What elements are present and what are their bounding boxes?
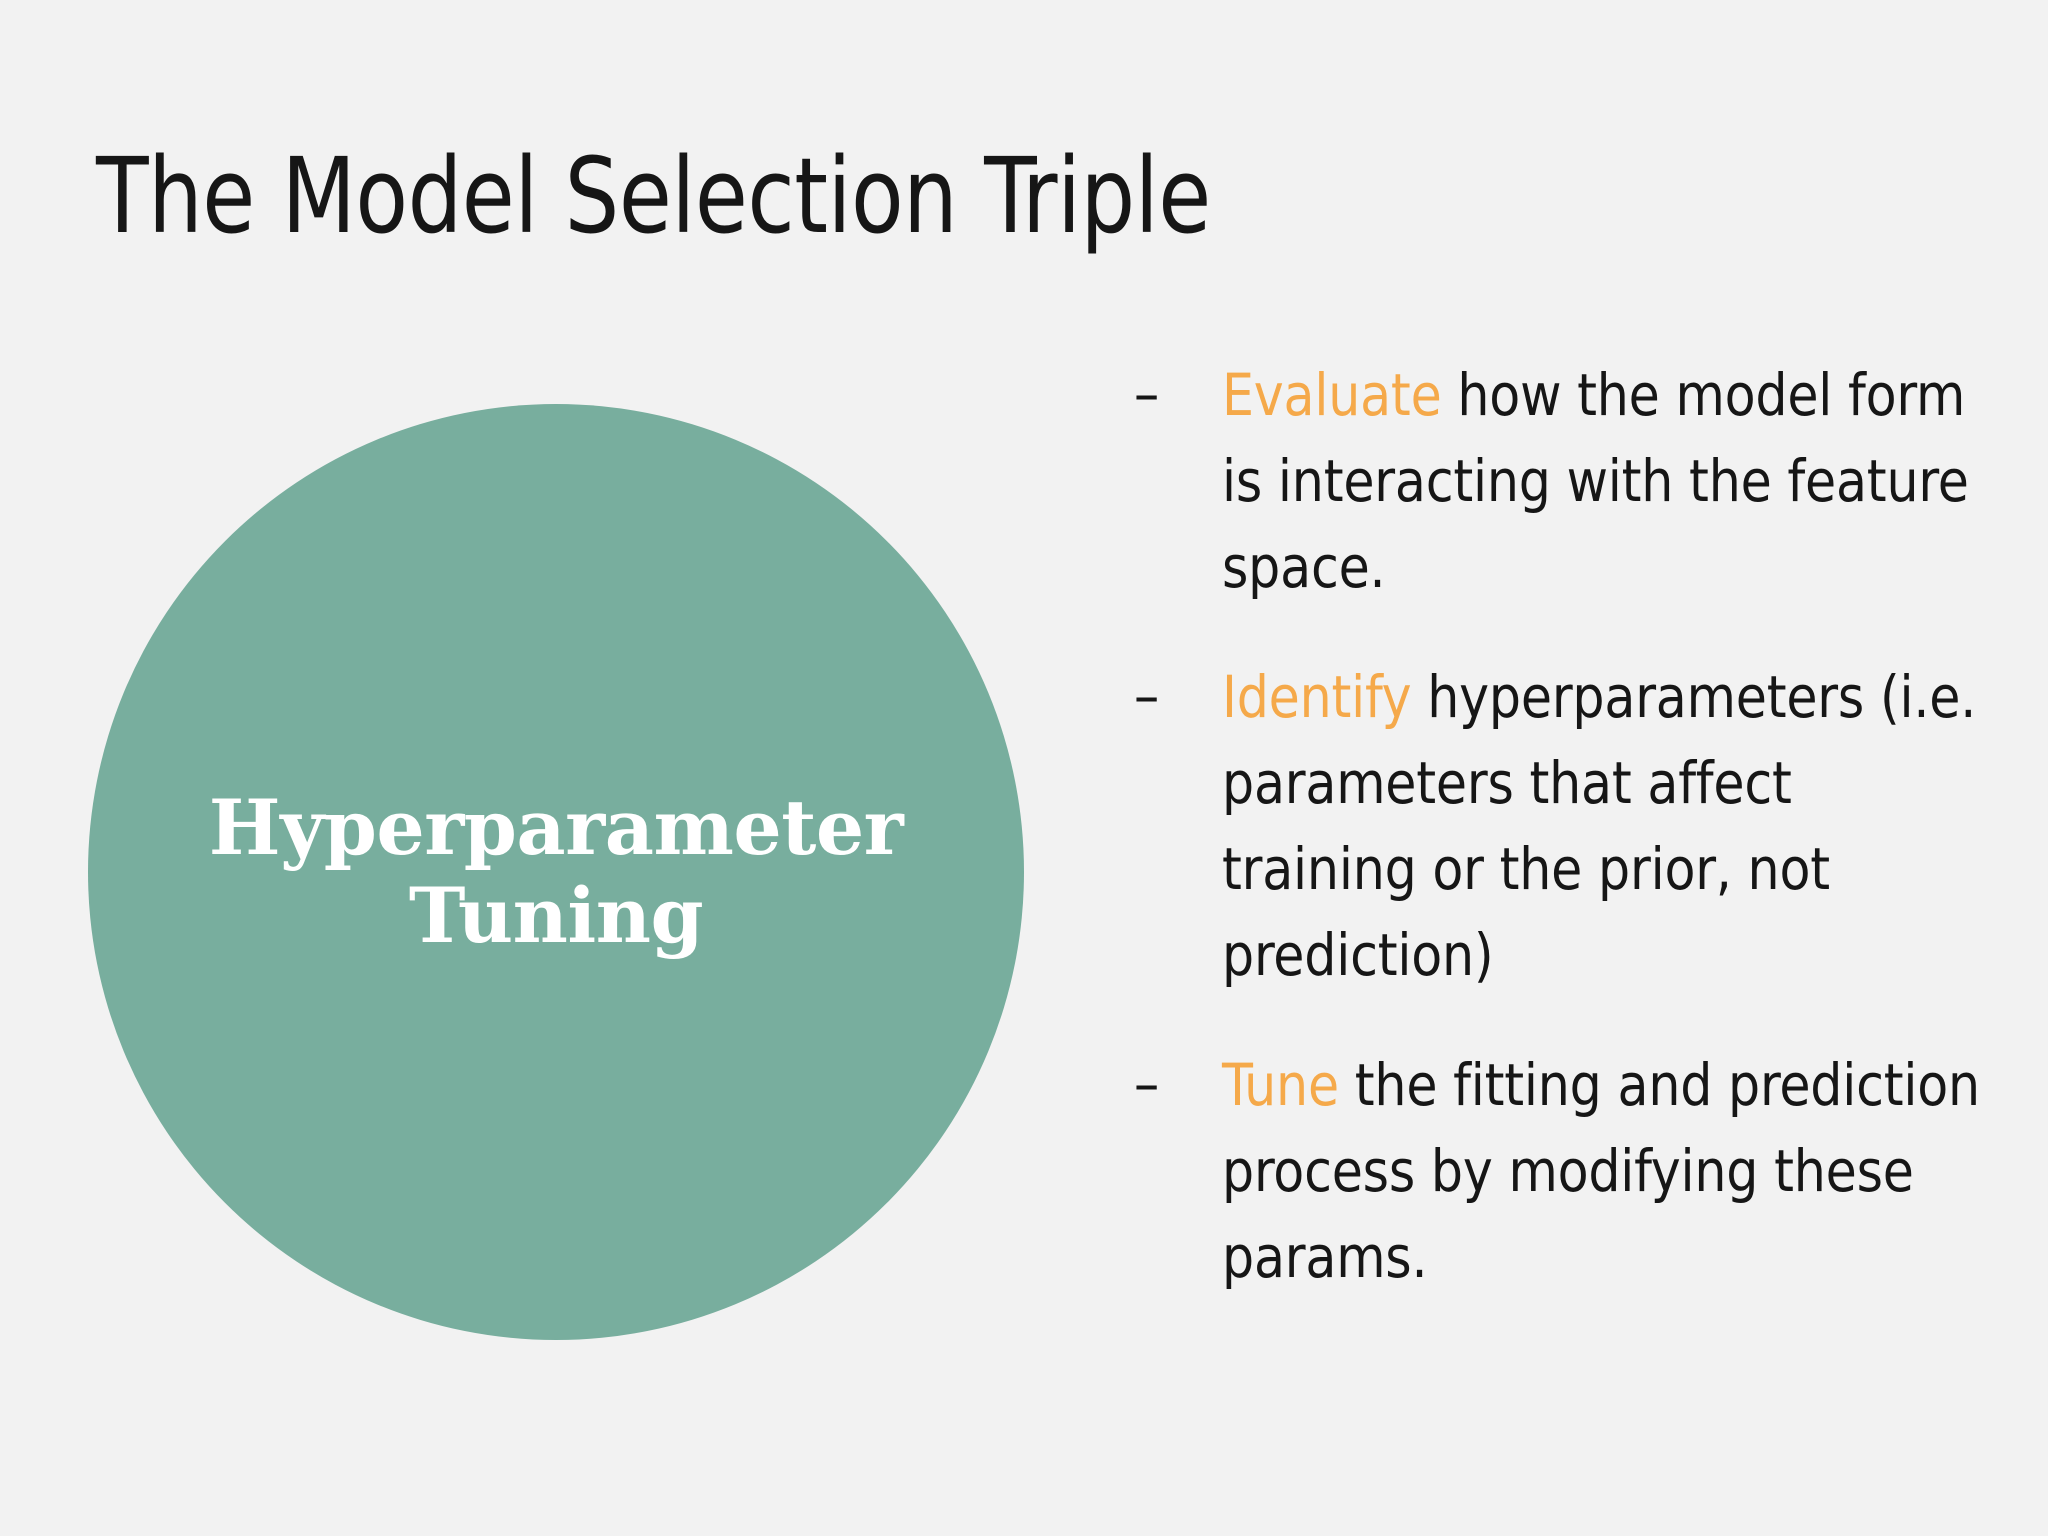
hyperparameter-tuning-circle: Hyperparameter Tuning [88,404,1024,1340]
circle-shape: Hyperparameter Tuning [88,404,1024,1340]
page-title: The Model Selection Triple [96,135,1211,257]
bullet-list: – Evaluate how the model form is interac… [1130,352,2010,1300]
circle-label-line-1: Hyperparameter [208,782,904,872]
bullet-marker-icon: – [1134,362,1160,427]
bullet-text: Identify hyperparameters (i.e. parameter… [1222,654,1986,998]
bullet-body: the fitting and prediction process by mo… [1222,1051,1980,1291]
list-item: – Identify hyperparameters (i.e. paramet… [1130,654,2010,998]
circle-label: Hyperparameter Tuning [144,782,968,960]
bullet-marker-icon: – [1134,664,1160,729]
bullet-body: how the model form is interacting with t… [1222,361,1969,601]
bullet-text: Evaluate how the model form is interacti… [1222,352,1986,610]
bullet-marker-icon: – [1134,1052,1160,1117]
circle-label-line-2: Tuning [408,871,704,960]
bullet-body: hyperparameters (i.e. parameters that af… [1222,663,1977,989]
bullet-keyword: Tune [1222,1051,1339,1119]
bullet-keyword: Identify [1222,663,1412,731]
list-item: – Tune the fitting and prediction proces… [1130,1042,2010,1300]
bullet-keyword: Evaluate [1222,361,1442,429]
bullet-text: Tune the fitting and prediction process … [1222,1042,1986,1300]
list-item: – Evaluate how the model form is interac… [1130,352,2010,610]
